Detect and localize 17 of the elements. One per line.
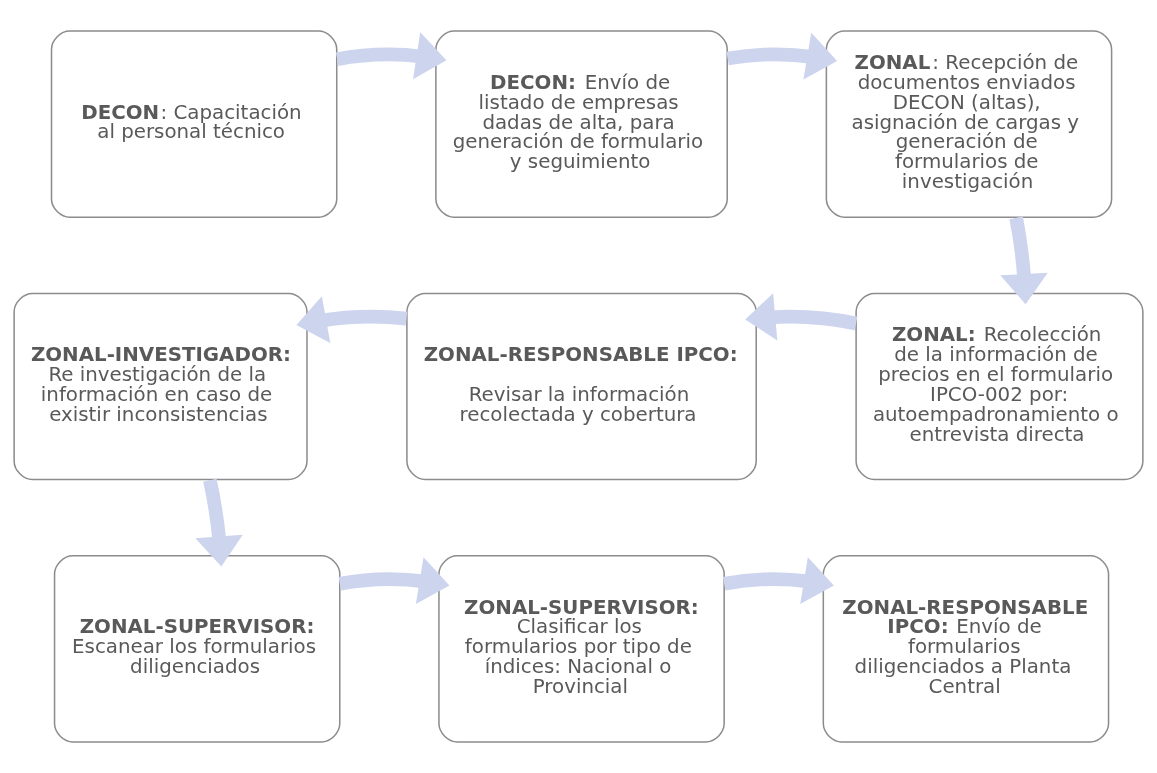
arrow	[726, 32, 838, 80]
node-box: ZONAL-SUPERVISOR: Clasificar los formularios por tipo de índices: Nacional o Provincial	[438, 555, 725, 743]
node-box: DECON: Envío de listado de empresas dadas de alta, para generación de formulario y seguimiento	[435, 30, 728, 218]
node-box: ZONAL-SUPERVISOR: Escanear los formularios diligenciados	[53, 555, 341, 743]
node-box: ZONAL-INVESTIGADOR: Re investigación de la información en caso de existir inconsistencias	[13, 292, 308, 481]
arrow	[338, 557, 450, 605]
arrow	[745, 293, 858, 341]
node-box: DECON: Capacitación al personal técnico	[50, 30, 338, 218]
node-box: ZONAL-RESPONSABLE IPCO: Envío de formularios diligenciados a Planta Central	[822, 555, 1110, 743]
node-box: ZONAL: Recolección de la información de precios en el formulario IPCO-002 por: autoempadronamiento o entrevista directa	[855, 292, 1144, 481]
arrow	[296, 296, 408, 344]
arrow	[1000, 216, 1048, 305]
arrow	[335, 32, 447, 80]
node-box: ZONAL-RESPONSABLE IPCO: Revisar la información recolectada y cobertura	[406, 292, 757, 481]
arrow	[723, 557, 834, 605]
arrow	[195, 478, 243, 567]
node-box: ZONAL: Recepción de documentos enviados DECON (altas), asignación de cargas y generación de formularios de investigación	[825, 30, 1113, 218]
